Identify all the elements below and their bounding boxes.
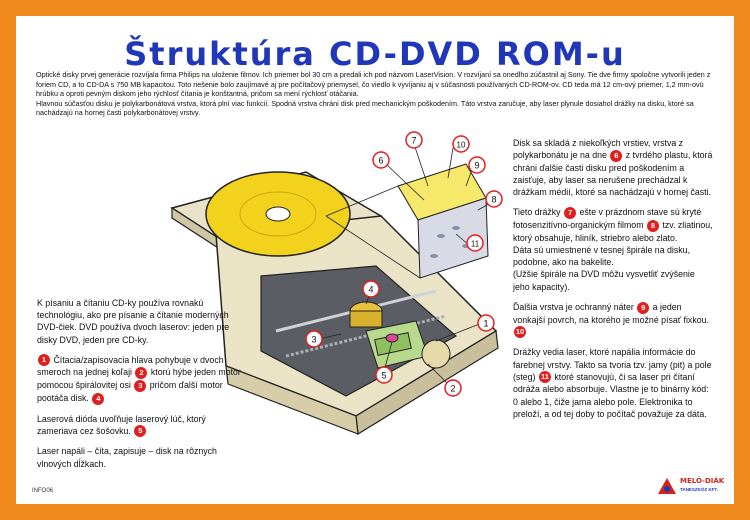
layer-detail-base bbox=[417, 197, 489, 279]
number-badge-10: 10 bbox=[514, 326, 526, 339]
pit-mark bbox=[437, 234, 445, 238]
left-paragraph-2: 1 Čítacia/zapisovacia hlava pohybuje v d… bbox=[37, 354, 247, 405]
disc-inner-ring bbox=[239, 191, 317, 237]
intro-text: Optické disky prvej generácie rozvíjala … bbox=[36, 70, 716, 118]
left-paragraph-4: Laser napáli – číta, zapisuje – disk na … bbox=[37, 446, 217, 469]
drive-body-front bbox=[225, 365, 359, 435]
svg-text:2: 2 bbox=[450, 384, 455, 394]
svg-text:5: 5 bbox=[381, 371, 386, 381]
number-badge-8: 8 bbox=[646, 219, 659, 232]
right-text-column: Disk sa skladá z niekoľkých vrstiev, vrs… bbox=[513, 137, 713, 428]
sheet-code: INFO06 bbox=[32, 488, 54, 494]
text-segment: a jeden vonkajší povrch, na ktorého je m… bbox=[513, 301, 709, 325]
number-badge-7: 7 bbox=[564, 207, 577, 220]
callout-3: 3 bbox=[305, 330, 323, 348]
text-segment: z tvrdého plastu, ktorá chráni ďalšie ča… bbox=[513, 150, 713, 198]
sled-motor bbox=[421, 339, 451, 369]
inset-pointer bbox=[325, 185, 399, 217]
pit-mark-2 bbox=[452, 226, 460, 230]
number-badge-3: 3 bbox=[134, 379, 147, 392]
number-badge-2: 2 bbox=[135, 367, 148, 380]
page-title: Štruktúra CD-DVD ROM-u bbox=[124, 35, 626, 73]
number-badge-9: 9 bbox=[637, 301, 650, 314]
text-segment: Laserová dióda uvoľňuje laserový lúč, kt… bbox=[37, 413, 206, 436]
text-segment: Ďalšia vrstva je ochranný náter bbox=[513, 301, 637, 312]
svg-text:1: 1 bbox=[483, 319, 488, 329]
text-segment: ešte v prázdnom stave sú kryté fotosenzi… bbox=[513, 207, 702, 231]
text-segment: ktorú hýbe jeden motor pomocou špirálovi… bbox=[37, 367, 241, 391]
right-paragraph-4: Drážky vedia laser, ktoré napália inform… bbox=[513, 346, 713, 420]
spindle-motor-body bbox=[349, 310, 383, 328]
lens bbox=[385, 333, 399, 343]
callout-9: 9 bbox=[468, 156, 486, 174]
text-segment: Čítacia/zapisovacia hlava pohybuje v dvo… bbox=[37, 354, 224, 378]
number-badge-5: 5 bbox=[134, 425, 147, 438]
disc-hole bbox=[265, 206, 291, 222]
svg-text:6: 6 bbox=[378, 156, 383, 166]
right-paragraph-3: Ďalšia vrstva je ochranný náter 9 a jede… bbox=[513, 301, 713, 339]
callout-5: 5 bbox=[375, 366, 393, 384]
callout-8: 8 bbox=[485, 190, 503, 208]
text-segment: Tieto drážky bbox=[513, 207, 564, 218]
left-paragraph-1: K písaniu a čítaniu CD-ky používa rovnak… bbox=[37, 298, 230, 345]
poster-sheet: Štruktúra CD-DVD ROM-u Optické disky prv… bbox=[16, 16, 734, 504]
logo-mark-icon bbox=[658, 478, 676, 494]
callout-10: 10 bbox=[452, 135, 470, 153]
text-segment: Drážky vedia laser, ktoré napália inform… bbox=[513, 347, 712, 382]
callout-6: 6 bbox=[372, 151, 390, 169]
right-paragraph-2: Tieto drážky 7 ešte v prázdnom stave sú … bbox=[513, 206, 713, 244]
drive-illustration: 6 7 10 9 8 11 4 1 3 5 2 bbox=[170, 131, 503, 436]
svg-text:11: 11 bbox=[471, 240, 480, 249]
svg-text:8: 8 bbox=[491, 195, 496, 205]
logo-subtext: TANESZKÖZ KFT. bbox=[680, 487, 718, 492]
svg-text:3: 3 bbox=[311, 335, 316, 345]
right-paragraph-2-note: (Užšie špirále na DVD môžu vysvetliť zvý… bbox=[513, 269, 695, 292]
number-badge-11: 11 bbox=[538, 371, 551, 384]
callout-4: 4 bbox=[362, 280, 380, 298]
inset-pointer-2 bbox=[325, 215, 421, 279]
left-text-column: K písaniu a čítaniu CD-ky používa rovnak… bbox=[37, 297, 247, 478]
text-segment: pričom ďalší motor pootáča disk. bbox=[37, 380, 223, 403]
right-paragraph-1: Disk sa skladá z niekoľkých vrstiev, vrs… bbox=[513, 137, 713, 198]
logo-text: MELÓ-DIÁK bbox=[680, 477, 725, 485]
svg-text:9: 9 bbox=[474, 161, 479, 171]
spiral-axis bbox=[285, 314, 447, 358]
left-paragraph-3: Laserová dióda uvoľňuje laserový lúč, kt… bbox=[37, 413, 247, 438]
right-paragraph-2-data: Dáta sú umiestnené v tesnej špirále na d… bbox=[513, 245, 691, 268]
svg-text:4: 4 bbox=[368, 285, 373, 295]
number-badge-1: 1 bbox=[38, 354, 50, 367]
text-segment: tzv. zliatinou, ktorý obsahuje, hliník, … bbox=[513, 220, 713, 243]
callout-2: 2 bbox=[444, 379, 462, 397]
number-badge-4: 4 bbox=[92, 392, 105, 405]
publisher-logo: MELÓ-DIÁK TANESZKÖZ KFT. bbox=[656, 474, 726, 500]
callout-7: 7 bbox=[405, 131, 423, 149]
callout-1: 1 bbox=[477, 314, 495, 332]
intro-paragraph-2: Hlavnou súčasťou disku je polykarbonátov… bbox=[36, 98, 694, 118]
text-segment: Disk sa skladá z niekoľkých vrstiev, vrs… bbox=[513, 138, 684, 161]
svg-text:7: 7 bbox=[411, 136, 416, 146]
number-badge-6: 6 bbox=[610, 149, 623, 162]
intro-paragraph-1: Optické disky prvej generácie rozvíjala … bbox=[36, 70, 711, 99]
svg-text:10: 10 bbox=[457, 141, 466, 150]
callout-11: 11 bbox=[466, 234, 484, 252]
pit-mark-4 bbox=[430, 254, 438, 258]
text-segment: ktoré stanovujú, či sa laser pri čítaní … bbox=[513, 371, 709, 419]
